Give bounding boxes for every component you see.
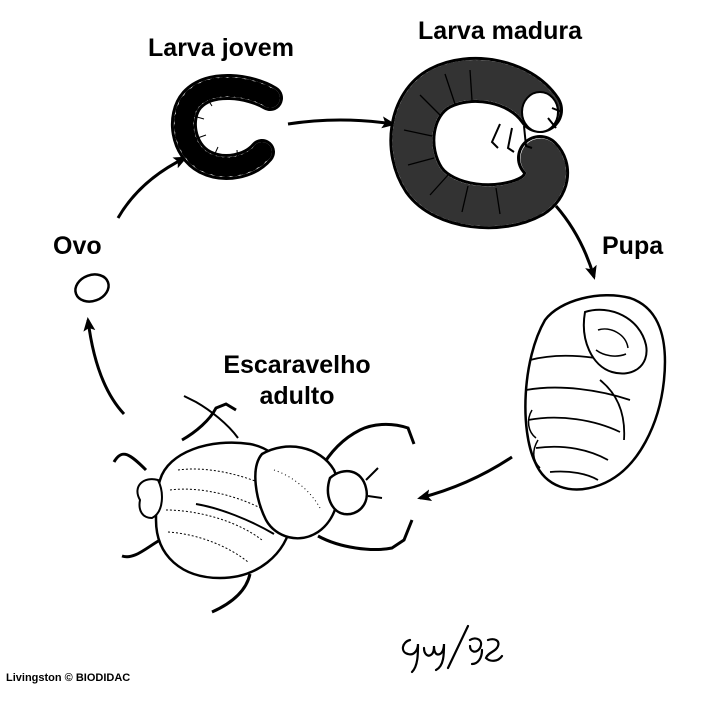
label-mature-larva: Larva madura [418, 17, 582, 45]
arrow-young-to-mature-larva [287, 116, 396, 129]
arrow-pupa-to-adult [417, 455, 513, 502]
egg-illustration [74, 273, 110, 303]
artist-signature [401, 624, 504, 674]
label-young-larva: Larva jovem [148, 34, 294, 62]
label-adult-beetle-line1: Escaravelho [223, 351, 371, 379]
arrow-mature-larva-to-pupa [554, 205, 597, 280]
label-egg: Ovo [53, 232, 102, 260]
adult-beetle-illustration [112, 395, 416, 614]
pupa-illustration [524, 294, 667, 491]
label-pupa: Pupa [602, 232, 664, 260]
mature-larva-illustration [389, 56, 570, 230]
label-adult-beetle-line2: adulto [259, 382, 335, 410]
credit-line: Livingston © BIODIDAC [6, 672, 131, 684]
young-larva-illustration [170, 74, 283, 180]
arrow-egg-to-young-larva [116, 156, 188, 219]
arrow-adult-to-egg [83, 317, 126, 416]
